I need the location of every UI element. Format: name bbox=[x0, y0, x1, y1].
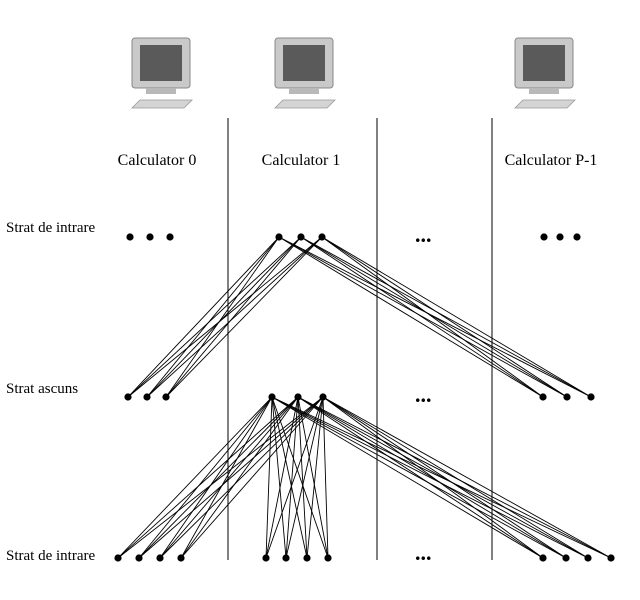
connection-line bbox=[297, 396, 567, 559]
neuron-node bbox=[539, 393, 547, 401]
neuron-node bbox=[166, 233, 174, 241]
computer-label: Calculator 1 bbox=[262, 152, 341, 169]
connection-line bbox=[271, 396, 589, 559]
neuron-node bbox=[126, 233, 134, 241]
neuron-node bbox=[262, 554, 270, 562]
computer-icon bbox=[514, 37, 576, 109]
connection-line bbox=[306, 396, 324, 559]
connection-line bbox=[180, 396, 273, 559]
connection-line bbox=[271, 396, 308, 559]
connection-line bbox=[321, 236, 568, 398]
connection-line bbox=[285, 396, 324, 559]
connection-line bbox=[297, 396, 544, 559]
connection-line bbox=[117, 396, 324, 559]
neuron-node bbox=[562, 554, 570, 562]
neuron-node bbox=[587, 393, 595, 401]
connection-line bbox=[297, 396, 329, 559]
neuron-node bbox=[294, 393, 302, 401]
neuron-node bbox=[177, 554, 185, 562]
neuron-node bbox=[282, 554, 290, 562]
connection-line bbox=[271, 396, 329, 559]
neuron-node bbox=[156, 554, 164, 562]
connection-line bbox=[322, 396, 544, 559]
connection-line bbox=[138, 396, 324, 559]
neuron-node bbox=[324, 554, 332, 562]
neuron-node bbox=[162, 393, 170, 401]
neuron-node bbox=[563, 393, 571, 401]
neuron-node bbox=[114, 554, 122, 562]
connection-line bbox=[117, 396, 299, 559]
neurons bbox=[114, 233, 615, 562]
connection-line bbox=[180, 396, 324, 559]
connection-line bbox=[300, 236, 592, 398]
neuron-node bbox=[607, 554, 615, 562]
connection-line bbox=[300, 236, 544, 398]
neuron-node bbox=[268, 393, 276, 401]
neuron-node bbox=[143, 393, 151, 401]
connection-line bbox=[321, 236, 544, 398]
connection-line bbox=[146, 236, 302, 398]
computer-label: Calculator P-1 bbox=[505, 152, 598, 169]
connection-line bbox=[271, 396, 287, 559]
connection-line bbox=[297, 396, 612, 559]
row-label-hidden: Strat ascuns bbox=[6, 381, 78, 397]
connection-line bbox=[271, 396, 567, 559]
connection-line bbox=[278, 236, 592, 398]
connections bbox=[117, 236, 612, 559]
connection-line bbox=[278, 236, 544, 398]
connection-line bbox=[159, 396, 324, 559]
computer-label: Calculator 0 bbox=[118, 152, 197, 169]
connection-line bbox=[265, 396, 324, 559]
connection-line bbox=[165, 236, 280, 398]
neuron-node bbox=[318, 233, 326, 241]
row-label-input-bottom: Strat de intrare bbox=[6, 548, 95, 564]
neuron-node bbox=[275, 233, 283, 241]
ellipsis: ... bbox=[415, 222, 432, 247]
neuron-node bbox=[297, 233, 305, 241]
connection-line bbox=[271, 396, 612, 559]
neuron-node bbox=[540, 233, 548, 241]
neuron-node bbox=[135, 554, 143, 562]
ellipsis: ... bbox=[415, 382, 432, 407]
connection-line bbox=[127, 236, 280, 398]
connection-line bbox=[138, 396, 273, 559]
neuron-node bbox=[319, 393, 327, 401]
connection-line bbox=[159, 396, 273, 559]
connection-line bbox=[117, 396, 273, 559]
connection-line bbox=[180, 396, 299, 559]
neuron-node bbox=[124, 393, 132, 401]
connection-line bbox=[138, 396, 299, 559]
connection-line bbox=[322, 396, 567, 559]
neuron-node bbox=[584, 554, 592, 562]
computer-icon bbox=[131, 37, 193, 109]
connection-line bbox=[165, 236, 302, 398]
connection-line bbox=[127, 236, 323, 398]
connection-line bbox=[127, 236, 302, 398]
connection-line bbox=[322, 396, 329, 559]
neuron-node bbox=[556, 233, 564, 241]
connection-line bbox=[297, 396, 589, 559]
ellipsis: ... bbox=[415, 540, 432, 565]
connection-line bbox=[321, 236, 592, 398]
neuron-node bbox=[303, 554, 311, 562]
connection-line bbox=[159, 396, 299, 559]
neuron-node bbox=[573, 233, 581, 241]
neuron-node bbox=[539, 554, 547, 562]
neuron-node bbox=[146, 233, 154, 241]
connection-line bbox=[300, 236, 568, 398]
row-label-input-top: Strat de intrare bbox=[6, 220, 95, 236]
computer-icon bbox=[274, 37, 336, 109]
connection-line bbox=[146, 236, 323, 398]
connection-line bbox=[322, 396, 612, 559]
connection-line bbox=[322, 396, 589, 559]
connection-line bbox=[278, 236, 568, 398]
connection-line bbox=[165, 236, 323, 398]
connection-line bbox=[146, 236, 280, 398]
